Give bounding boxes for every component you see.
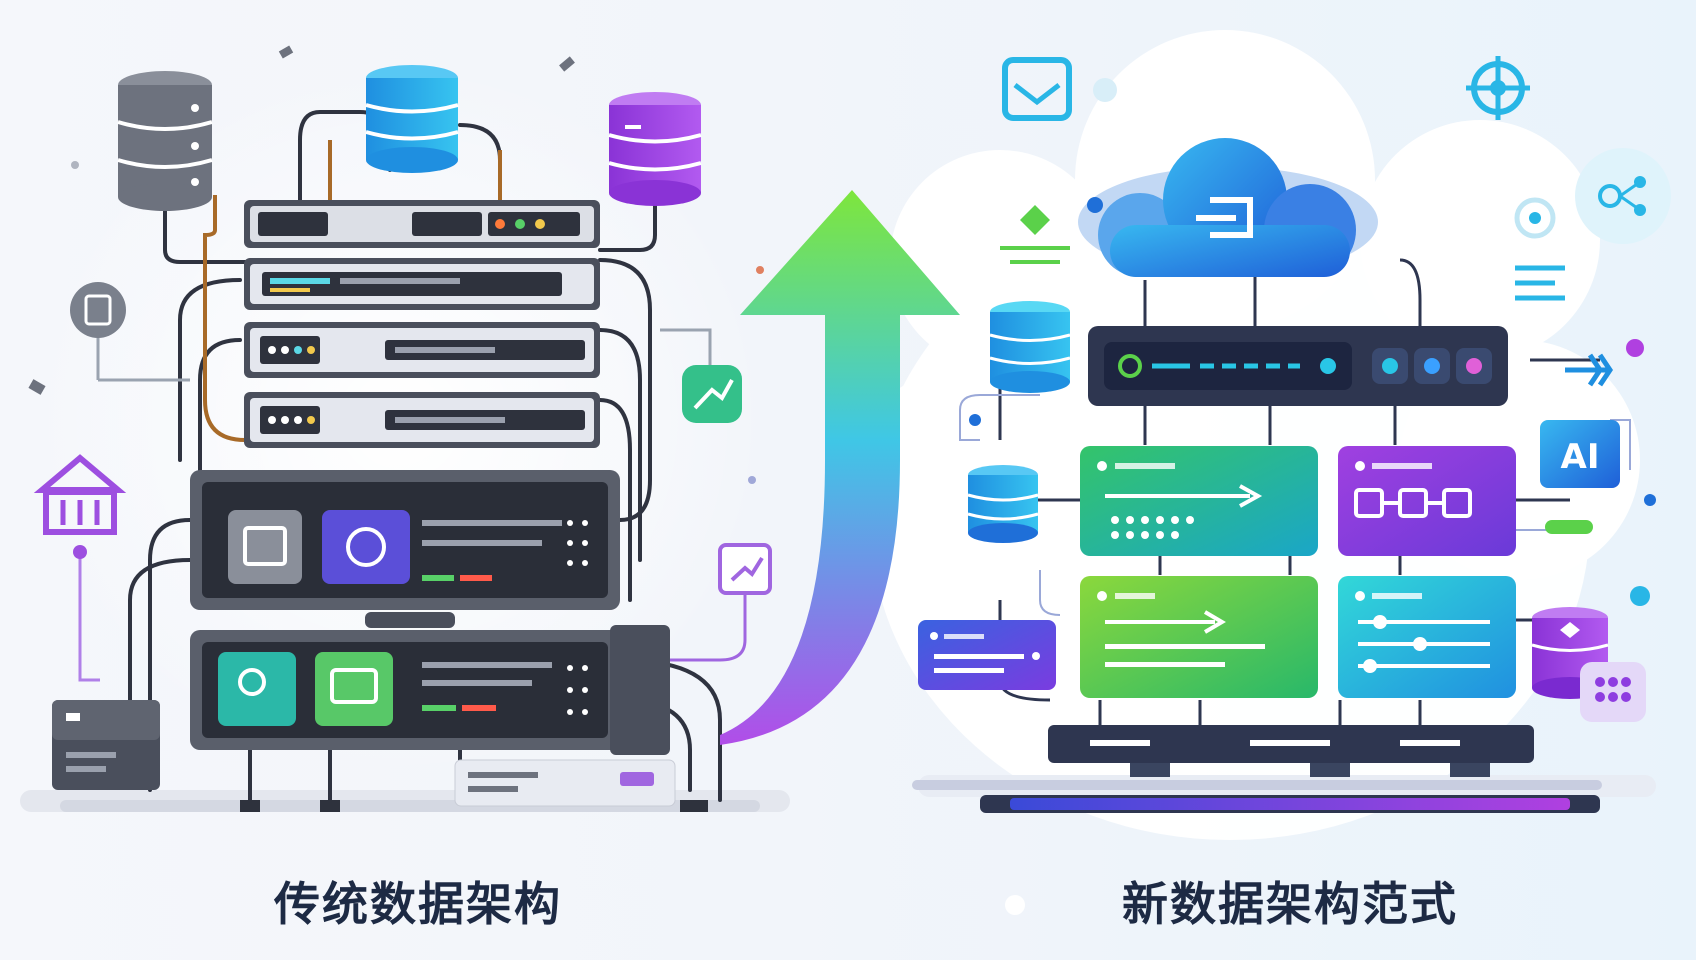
data-panel [1338,446,1516,556]
new-architecture-caption: 新数据架构范式 [1122,877,1458,931]
modern-architecture: AI [912,56,1671,915]
database-icon [365,65,459,173]
traditional-architecture-caption: 传统数据架构 [274,877,562,931]
database-icon [989,301,1071,393]
grid-icon [1580,662,1646,722]
cloud-icon [1078,138,1378,277]
database-icon [608,92,702,206]
chart-icon [670,543,772,662]
transition-arrow [720,190,960,745]
bank-icon [33,454,127,682]
ai-badge-label: AI [1561,437,1600,477]
mail-icon [1002,57,1072,121]
network-node-icon [70,282,190,382]
target-icon [1514,197,1556,239]
download-icon [1000,205,1070,264]
database-icon [967,465,1039,543]
data-panel [1080,446,1318,556]
server-rack-icon [244,200,600,448]
signal-icon [1565,353,1614,387]
data-panel [1338,576,1516,698]
server-rack-icon [52,700,708,812]
list-icon [1515,265,1565,301]
network-node-icon [1575,148,1671,244]
database-icon [117,71,213,211]
chart-icon [660,328,742,423]
server-rack-icon [1088,326,1508,406]
data-panel [918,620,1056,690]
traditional-architecture [20,45,790,812]
gear-icon [1466,56,1530,120]
server-rack-icon [190,470,670,755]
ai-chip-icon: AI [1540,420,1620,488]
data-panel [1080,576,1318,698]
